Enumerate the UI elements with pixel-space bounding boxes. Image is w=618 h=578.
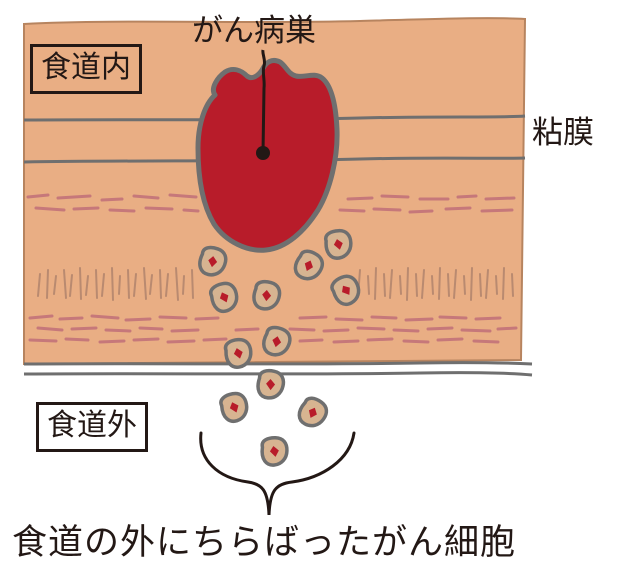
tumor-label: がん病巣 [192,13,316,49]
tumor-pointer-dot [256,146,270,160]
outer-boundary [23,361,533,377]
cancer-cells [198,228,361,467]
mucosa-label: 粘膜 [532,115,594,151]
outside-esophagus-label: 食道外 [36,402,148,452]
tumor-pointer-line [261,49,267,154]
cancer-cell [256,368,286,400]
cancer-cell [262,325,292,357]
tumor [195,49,340,253]
cancer-cell [198,245,228,277]
caption: 食道の外にちらばったがん細胞 [12,523,517,563]
cancer-cell [209,281,239,313]
cancer-cell [330,274,361,307]
cancer-cell [293,249,325,281]
muscularis-bands [28,314,518,344]
muscle-fiber-layer [37,267,514,301]
inside-esophagus-label: 食道内 [30,44,142,94]
cancer-cell [324,228,353,260]
boundary-line-outer [23,371,533,377]
curly-brace [199,431,356,516]
submucosa-dashes [26,193,516,214]
cancer-cell [297,396,329,428]
cancer-cell [252,279,282,311]
cancer-cell [219,391,249,423]
cancer-cell [260,436,289,467]
boundary-line-inner [23,361,533,366]
cancer-cell [223,337,253,369]
